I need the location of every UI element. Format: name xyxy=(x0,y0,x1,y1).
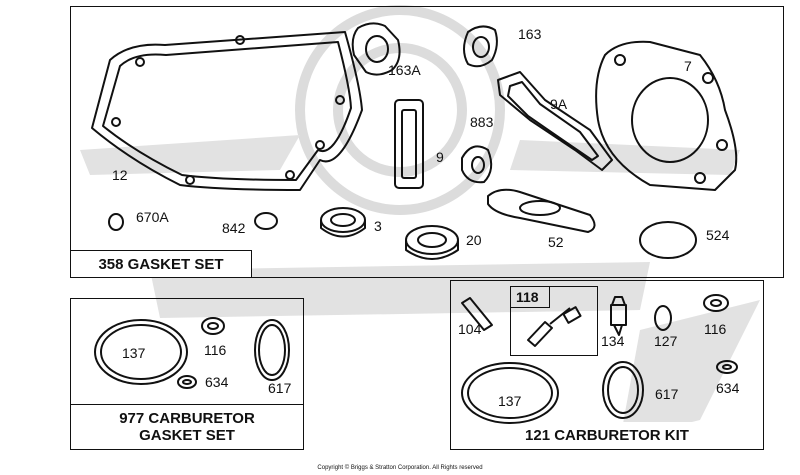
part-134-drawing xyxy=(610,296,627,336)
part-163-drawing xyxy=(463,25,498,68)
carb-kit-sub-box xyxy=(510,286,598,356)
part-116-right-drawing xyxy=(703,294,729,312)
part-52-label: 52 xyxy=(548,234,564,250)
part-524-label: 524 xyxy=(706,227,730,243)
part-3-drawing xyxy=(320,207,366,238)
part-617-left-drawing xyxy=(254,319,290,381)
part-137-left-label: 137 xyxy=(122,345,146,361)
part-163a-label: 163A xyxy=(388,62,421,78)
part-7-drawing xyxy=(595,40,738,191)
part-116-left-label: 116 xyxy=(204,342,227,358)
part-9a-label: 9A xyxy=(550,96,568,112)
part-617-right-label: 617 xyxy=(655,386,679,402)
part-634-right-drawing xyxy=(716,360,738,374)
carb-kit-sub-box-label-frame xyxy=(510,286,550,308)
part-7-label: 7 xyxy=(684,58,692,74)
part-104-label: 104 xyxy=(458,321,482,337)
part-163-label: 163 xyxy=(518,26,542,42)
part-137-right-drawing xyxy=(461,362,559,424)
part-670a-drawing xyxy=(108,213,124,231)
part-118-label: 118 xyxy=(516,289,539,305)
part-634-right-label: 634 xyxy=(716,380,740,396)
copyright-notice: Copyright © Briggs & Stratton Corporatio… xyxy=(317,465,483,471)
part-127-drawing xyxy=(654,305,672,331)
part-116-left-drawing xyxy=(201,317,225,335)
part-842-label: 842 xyxy=(222,220,246,236)
carb-gasket-set-title: 977 CARBURETOR GASKET SET xyxy=(70,404,304,450)
part-842-drawing xyxy=(254,212,278,230)
part-116-right-label: 116 xyxy=(704,321,727,337)
part-617-left-label: 617 xyxy=(268,380,292,396)
part-20-drawing xyxy=(405,225,459,260)
part-9-drawing xyxy=(394,99,424,189)
gasket-set-panel xyxy=(70,6,784,278)
carb-gasket-set-title-line2: GASKET SET xyxy=(139,427,235,444)
part-617-right-drawing xyxy=(602,361,644,419)
carb-kit-title: 121 CARBURETOR KIT xyxy=(450,422,764,450)
part-883-drawing xyxy=(461,145,493,184)
part-20-label: 20 xyxy=(466,232,482,248)
part-12-drawing xyxy=(91,31,363,191)
part-883-label: 883 xyxy=(470,114,494,130)
carb-gasket-set-title-line1: 977 CARBURETOR xyxy=(119,410,255,427)
part-137-right-label: 137 xyxy=(498,393,522,409)
part-9-label: 9 xyxy=(436,149,444,165)
part-12-label: 12 xyxy=(112,167,128,183)
part-670a-label: 670A xyxy=(136,209,169,225)
part-634-left-drawing xyxy=(177,375,197,389)
part-118-drawing xyxy=(527,306,582,347)
part-524-drawing xyxy=(639,221,697,259)
part-137-left-drawing xyxy=(94,319,188,385)
part-52-drawing xyxy=(487,188,596,233)
part-127-label: 127 xyxy=(654,333,678,349)
part-9a-drawing xyxy=(497,71,613,171)
gasket-set-title: 358 GASKET SET xyxy=(70,250,252,278)
part-104-drawing xyxy=(461,297,493,331)
part-163a-drawing xyxy=(351,22,401,76)
part-134-label: 134 xyxy=(601,333,625,349)
part-3-label: 3 xyxy=(374,218,382,234)
part-634-left-label: 634 xyxy=(205,374,229,390)
